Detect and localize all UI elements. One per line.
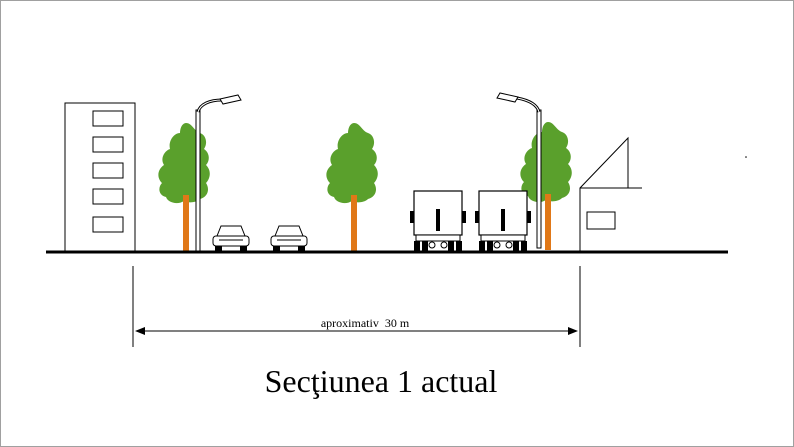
section-title: Secţiunea 1 actual <box>265 363 498 399</box>
right-house <box>579 136 642 251</box>
street-lamp-right <box>496 92 542 249</box>
street-lamp-left <box>195 94 242 252</box>
left-building <box>64 102 136 252</box>
dimension-label: aproximativ 30 m <box>321 316 410 330</box>
car-1 <box>212 225 250 252</box>
speck-dot <box>745 156 747 158</box>
dimension-line <box>132 266 581 347</box>
tree-left <box>158 123 210 251</box>
car-2 <box>270 225 308 252</box>
tree-right <box>520 122 572 250</box>
truck-2 <box>474 190 532 252</box>
truck-1 <box>409 190 467 252</box>
tree-center <box>326 123 378 251</box>
